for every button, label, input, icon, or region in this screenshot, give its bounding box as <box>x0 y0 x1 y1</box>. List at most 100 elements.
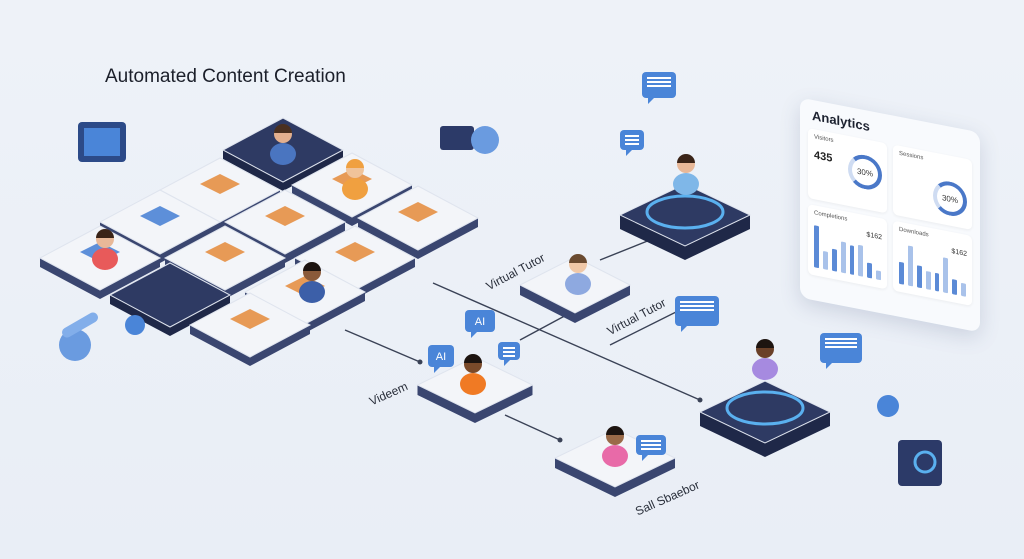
tutor-avatar <box>565 254 591 295</box>
slab-side <box>700 412 830 457</box>
bubble-line <box>825 342 857 344</box>
bubble-tail <box>504 360 510 366</box>
slab-side <box>40 258 160 299</box>
bar <box>961 282 966 297</box>
tutor-platform <box>618 183 752 260</box>
bubble-body <box>428 345 454 367</box>
donut-chart: 30% <box>933 178 967 219</box>
bubble-tail <box>434 367 440 373</box>
person-body <box>92 248 118 270</box>
robot-tool-icon <box>125 315 145 335</box>
robot-chat-icon <box>877 395 899 417</box>
bubble-line <box>641 444 661 446</box>
slab-side <box>555 458 675 497</box>
avatar-boy <box>299 262 325 303</box>
robot-monitor-icon <box>898 440 942 486</box>
bubble-tail <box>681 326 687 332</box>
avatar-girl <box>92 229 118 270</box>
tile-image <box>230 309 270 329</box>
bar <box>858 245 864 277</box>
bubble-tail <box>648 98 654 104</box>
bubble-line <box>503 351 515 353</box>
bubble-body <box>465 310 495 332</box>
avatar-man <box>270 124 296 165</box>
person-body <box>752 358 778 380</box>
bar <box>822 251 828 270</box>
connector-arrow <box>432 282 701 401</box>
person-hair <box>346 159 364 168</box>
slab-side <box>358 218 478 259</box>
person-body <box>565 273 591 295</box>
ai-bubble: AI <box>465 310 495 338</box>
slab-top <box>698 380 832 444</box>
slab-side <box>417 385 533 423</box>
chat-bubble-icon <box>642 72 676 104</box>
tile-image <box>335 242 375 262</box>
person-hair <box>96 229 114 238</box>
chat-bubble-icon <box>498 342 520 366</box>
bar <box>952 278 958 296</box>
sessions-card: Sessions 30% <box>893 144 972 230</box>
person-body <box>602 445 628 467</box>
bubble-tail <box>826 363 832 369</box>
bubble-tail <box>642 455 648 461</box>
arrow-head <box>417 359 423 365</box>
bar <box>814 225 819 269</box>
video-monitor-icon <box>440 126 474 150</box>
tutor-platform-large <box>698 380 832 457</box>
person-body <box>299 281 325 303</box>
downloads-card: Downloads $162 <box>893 220 972 306</box>
slab-side <box>190 325 310 366</box>
person-hair <box>756 339 774 348</box>
page-title: Automated Content Creation <box>105 66 346 87</box>
bubble-line <box>503 355 515 357</box>
completions-card: Completions $162 <box>808 204 887 290</box>
content-tile <box>188 292 312 366</box>
bubble-line <box>680 309 714 311</box>
person-body <box>460 373 486 395</box>
tile-image <box>200 174 240 194</box>
slab-top <box>108 262 232 328</box>
person-hair <box>464 354 482 363</box>
target-icon <box>913 450 937 474</box>
self-station-avatar <box>602 426 628 467</box>
robot-arm-segment <box>62 312 98 338</box>
arrow-head <box>697 397 703 403</box>
donut-chart: 30% <box>848 151 882 193</box>
bubble-text: AI <box>436 351 446 363</box>
virtual-tutor-avatar <box>673 154 699 195</box>
bar <box>899 261 904 285</box>
tile-image <box>140 206 180 226</box>
bubble-line <box>680 301 714 303</box>
bubble-tail <box>471 332 477 338</box>
person-hair <box>274 124 292 133</box>
chat-bubble-icon <box>820 333 862 369</box>
bubble-line <box>503 347 515 349</box>
tile-image <box>398 202 438 222</box>
bar <box>876 270 881 281</box>
bar <box>925 271 931 290</box>
bubble-line <box>625 139 639 141</box>
visitors-card: Visitors 435 30% <box>808 128 887 214</box>
virtual-tutor-avatar-2 <box>752 339 778 380</box>
bubble-text: AI <box>475 316 485 328</box>
person-hair <box>303 262 321 271</box>
bar <box>867 262 873 279</box>
video-avatar <box>460 354 486 395</box>
bar <box>849 245 855 276</box>
bubble-tail <box>626 150 632 156</box>
slab-side <box>620 215 750 260</box>
connector-arrow <box>504 414 561 441</box>
chat-bubble-icon <box>636 435 666 461</box>
bar <box>907 245 913 287</box>
bar <box>831 248 837 272</box>
connector-arrow <box>344 329 421 363</box>
bubble-line <box>625 143 639 145</box>
card-title: Sessions <box>899 150 924 162</box>
content-tile <box>356 185 480 259</box>
connector-arrow <box>599 239 651 261</box>
person-body <box>673 173 699 195</box>
tile-image <box>265 206 305 226</box>
ai-bubble-2: AI <box>428 345 454 373</box>
